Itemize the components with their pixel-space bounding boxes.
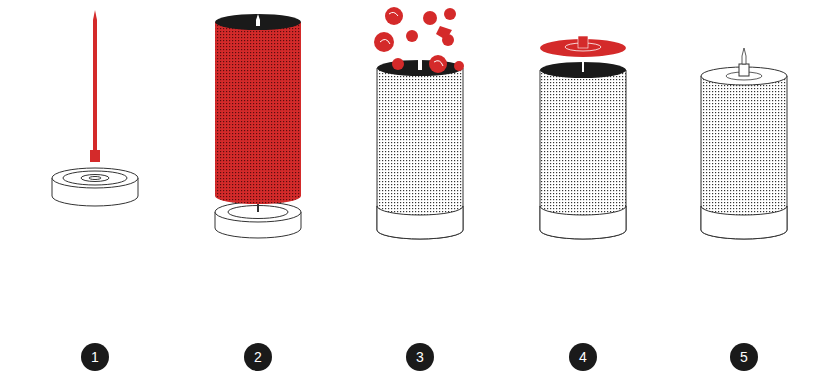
step-4-illustration xyxy=(540,36,626,239)
callout-number: 4 xyxy=(579,350,587,364)
step-number-circle: 1 xyxy=(81,343,109,371)
step-number-circle: 2 xyxy=(244,343,272,371)
callout-number: 5 xyxy=(740,350,748,364)
step-2-illustration xyxy=(215,14,301,238)
callout-number: 3 xyxy=(416,350,424,364)
step-1-illustration xyxy=(52,168,138,206)
callout-number: 2 xyxy=(254,350,262,364)
step-5-illustration xyxy=(701,48,787,239)
step-3-illustration xyxy=(374,7,464,239)
red-rod xyxy=(90,10,100,162)
callout-number: 1 xyxy=(91,350,99,364)
step-number-circle: 3 xyxy=(406,343,434,371)
step-number-circle: 5 xyxy=(730,343,758,371)
step-number-circle: 4 xyxy=(569,343,597,371)
